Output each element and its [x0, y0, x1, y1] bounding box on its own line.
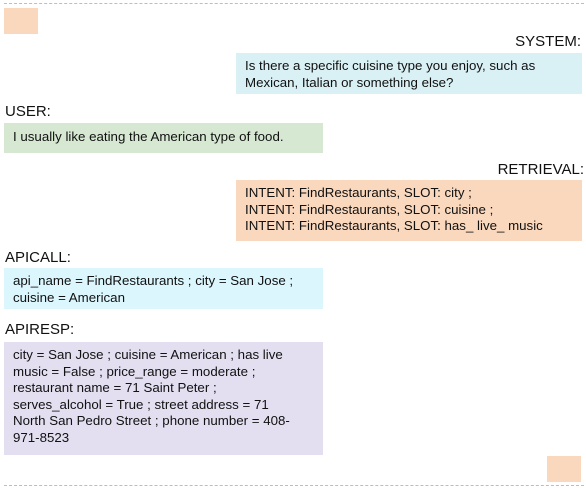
retrieval-line: INTENT: FindRestaurants, SLOT: city ;: [245, 185, 472, 200]
system-line: Mexican, Italian or something else?: [245, 74, 454, 90]
retrieval-bubble: INTENT: FindRestaurants, SLOT: city ; IN…: [236, 180, 582, 241]
system-label: SYSTEM:: [515, 33, 581, 50]
retrieval-line: INTENT: FindRestaurants, SLOT: has_ live…: [245, 218, 543, 233]
bottom-separator: [4, 485, 584, 486]
apiresp-line: serves_alcohol = True ; street address =…: [13, 396, 269, 412]
user-bubble: I usually like eating the American type …: [4, 123, 323, 153]
retrieval-label: RETRIEVAL:: [497, 161, 584, 178]
apicall-label: APICALL:: [5, 249, 71, 266]
top-separator: [4, 3, 584, 4]
top-left-marker: [4, 8, 38, 34]
system-bubble: Is there a specific cuisine type you enj…: [236, 53, 582, 94]
apiresp-bubble: city = San Jose ; cuisine = American ; h…: [4, 342, 323, 455]
bottom-right-marker: [547, 456, 581, 482]
system-line: Is there a specific cuisine type you enj…: [245, 58, 536, 73]
apiresp-line: 971-8523: [13, 429, 70, 445]
apiresp-line: city = San Jose ; cuisine = American ; h…: [13, 347, 283, 362]
user-label: USER:: [5, 103, 51, 120]
apicall-line: api_name = FindRestaurants ; city = San …: [13, 273, 294, 288]
apiresp-line: music = False ; price_range = moderate ;: [13, 363, 256, 379]
apiresp-line: restaurant name = 71 Saint Peter ;: [13, 380, 217, 395]
apicall-bubble: api_name = FindRestaurants ; city = San …: [4, 268, 323, 309]
apiresp-label: APIRESP:: [5, 321, 75, 338]
user-line: I usually like eating the American type …: [13, 129, 284, 144]
apicall-line: cuisine = American: [13, 289, 125, 305]
apiresp-line: North San Pedro Street ; phone number = …: [13, 413, 290, 428]
retrieval-line: INTENT: FindRestaurants, SLOT: cuisine ;: [245, 201, 494, 217]
